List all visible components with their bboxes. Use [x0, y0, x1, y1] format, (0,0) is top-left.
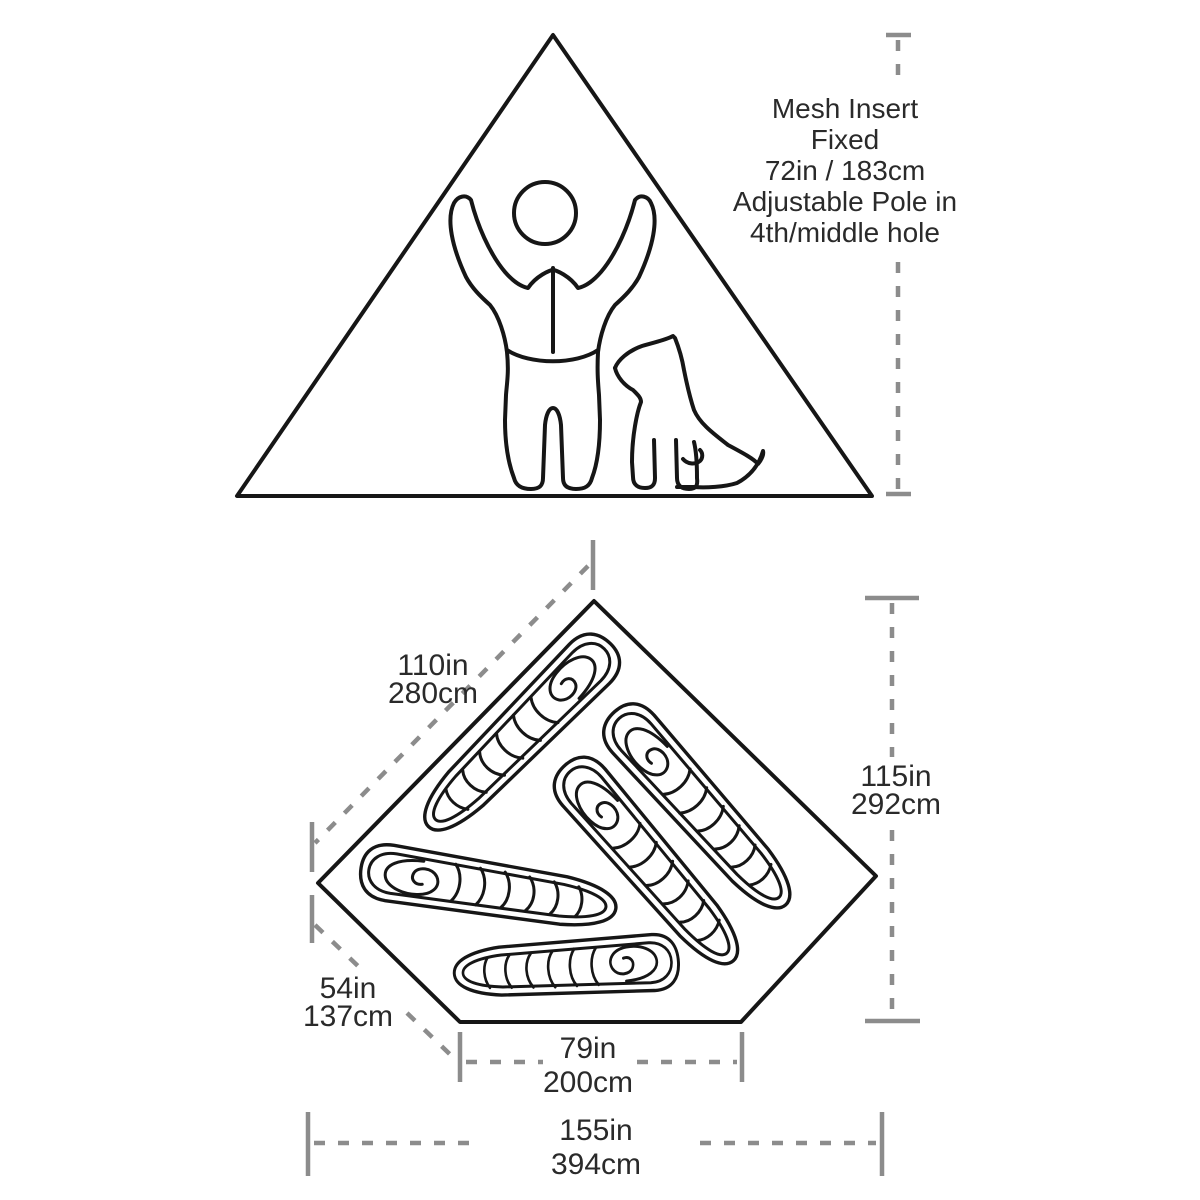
lower-left-dimension-line [309, 895, 460, 1064]
slant-dim-in: 110in [397, 649, 468, 682]
inner-width-dim-in: 79in [560, 1032, 617, 1065]
mesh-insert-annotation: Mesh Insert Fixed 72in / 183cm Adjustabl… [733, 93, 957, 248]
inner-width-dimension-line [457, 1032, 745, 1082]
inner-width-dim-cm: 200cm [543, 1066, 633, 1099]
floor-plan: 110in 280cm 115in 292cm 54in 137cm 79in … [303, 540, 941, 1181]
right-side-dim-in: 115in [860, 760, 931, 793]
slant-dim-cm: 280cm [388, 677, 478, 710]
slant-dimension-line [309, 540, 596, 872]
side-view: Mesh Insert Fixed 72in / 183cm Adjustabl… [235, 32, 957, 498]
lower-left-dim-in: 54in [320, 972, 377, 1005]
total-width-dimension-line [305, 1112, 885, 1176]
person-icon [448, 180, 657, 491]
dog-icon [613, 334, 766, 491]
total-width-dim-cm: 394cm [551, 1148, 641, 1181]
lower-left-dim-cm: 137cm [303, 1000, 393, 1033]
annotation-line-4: Adjustable Pole in [733, 186, 957, 217]
total-width-dim-in: 155in [559, 1114, 632, 1147]
tent-profile-triangle [235, 33, 874, 498]
annotation-line-5: 4th/middle hole [750, 217, 940, 248]
height-dimension-line [886, 32, 911, 497]
annotation-line-2: Fixed [811, 124, 879, 155]
annotation-line-3: 72in / 183cm [765, 155, 925, 186]
right-side-dimension-line [865, 595, 920, 1024]
right-side-dim-cm: 292cm [851, 788, 941, 821]
annotation-line-1: Mesh Insert [772, 93, 918, 124]
